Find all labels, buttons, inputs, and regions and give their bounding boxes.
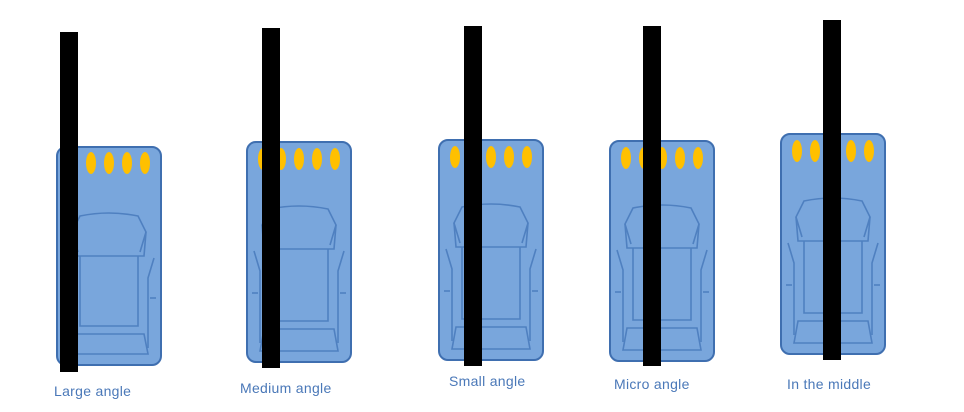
- headlight: [792, 140, 802, 162]
- headlight: [675, 147, 685, 169]
- headlight: [621, 147, 631, 169]
- headlight: [140, 152, 150, 174]
- car-top-view: [609, 140, 715, 362]
- headlight: [294, 148, 304, 170]
- panel-caption: Medium angle: [240, 380, 332, 396]
- car-outline-drawing: [615, 204, 709, 351]
- headlight: [864, 140, 874, 162]
- headlight: [504, 146, 514, 168]
- obstacle-bar: [262, 28, 280, 368]
- car-outline-drawing: [444, 203, 538, 350]
- headlight: [450, 146, 460, 168]
- headlight: [276, 148, 286, 170]
- obstacle-bar: [464, 26, 482, 366]
- headlight: [693, 147, 703, 169]
- panel-caption: Large angle: [54, 383, 132, 399]
- headlight: [846, 140, 856, 162]
- headlight: [330, 148, 340, 170]
- headlight: [522, 146, 532, 168]
- panel-caption: In the middle: [787, 376, 872, 392]
- obstacle-bar: [823, 20, 841, 360]
- headlight: [810, 140, 820, 162]
- headlight: [312, 148, 322, 170]
- headlight: [104, 152, 114, 174]
- headlight: [657, 147, 667, 169]
- panel-caption: Small angle: [449, 373, 526, 389]
- obstacle-bar: [60, 32, 78, 372]
- panel-caption: Micro angle: [614, 376, 690, 392]
- obstacle-bar: [643, 26, 661, 366]
- headlight: [486, 146, 496, 168]
- headlight: [122, 152, 132, 174]
- car-top-view: [438, 139, 544, 361]
- headlight: [86, 152, 96, 174]
